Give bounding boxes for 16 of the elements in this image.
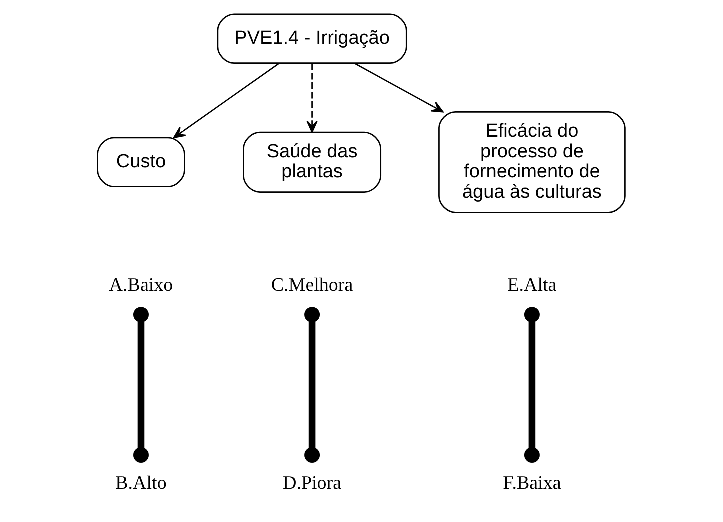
node-box: Eficácia do processo de fornecimento de água às culturas bbox=[438, 111, 626, 213]
node-box: Custo bbox=[97, 136, 186, 188]
node-text: B.Alto bbox=[116, 472, 167, 494]
connector bbox=[304, 306, 320, 462]
connector bbox=[134, 306, 149, 462]
node-text: A.Baixo bbox=[109, 274, 174, 296]
node-text: F.Baixa bbox=[503, 472, 562, 494]
node-box: PVE1.4 - Irrigação bbox=[217, 13, 408, 64]
node-box: Saúde das plantas bbox=[243, 131, 382, 192]
node-text: C.Melhora bbox=[271, 274, 354, 296]
arrow bbox=[354, 62, 444, 112]
node-text: E.Alta bbox=[508, 274, 557, 296]
arrow bbox=[173, 62, 280, 138]
connector bbox=[524, 306, 540, 462]
arrow bbox=[306, 63, 318, 132]
node-text: D.Piora bbox=[283, 472, 342, 494]
